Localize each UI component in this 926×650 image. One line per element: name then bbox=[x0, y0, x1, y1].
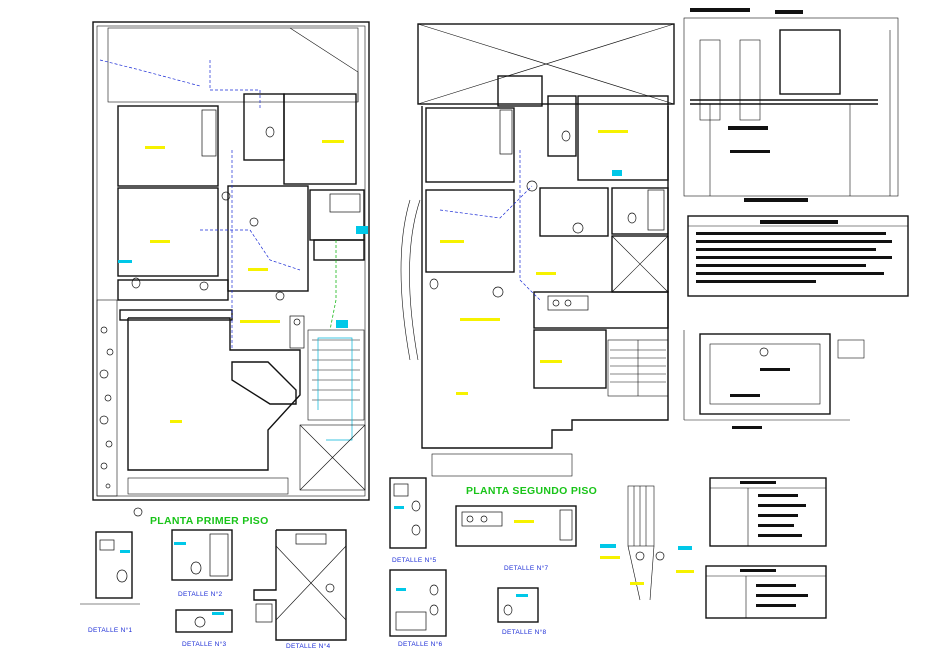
vegetation-icon bbox=[99, 326, 114, 489]
bathroom-b bbox=[611, 187, 669, 235]
detail-5-label: DETALLE N°5 bbox=[392, 556, 437, 564]
front-yard bbox=[107, 27, 359, 103]
detail-4-label: DETALLE N°4 bbox=[286, 642, 331, 650]
bathroom-1 bbox=[243, 93, 285, 161]
lot-boundary bbox=[92, 21, 370, 501]
stair-icon bbox=[312, 337, 360, 441]
detail-3: DETALLE N°3 bbox=[175, 609, 233, 648]
first-floor-plan: PLANTA PRIMER PISO bbox=[92, 21, 370, 527]
detail-4: DETALLE N°4 bbox=[253, 529, 347, 650]
garden-strip bbox=[96, 299, 118, 497]
detail-6: DETALLE N°6 bbox=[389, 569, 447, 648]
stair-well bbox=[307, 329, 365, 421]
detail-1-label: DETALLE N°1 bbox=[88, 626, 133, 634]
lot-boundary-inner bbox=[96, 25, 366, 497]
hall-room bbox=[283, 93, 357, 185]
detail-8-label: DETALLE N°8 bbox=[502, 628, 547, 636]
bathroom-a bbox=[547, 95, 577, 157]
detail-8: DETALLE N°8 bbox=[497, 587, 547, 636]
sink-icon bbox=[547, 295, 589, 311]
detail-7-label: DETALLE N°7 bbox=[504, 564, 549, 572]
room-e bbox=[533, 329, 607, 389]
toilet-icon bbox=[429, 130, 637, 290]
bathroom-2 bbox=[309, 189, 365, 241]
detail-5: DETALLE N°5 bbox=[389, 477, 437, 564]
second-floor-plan: PLANTA SEGUNDO PISO bbox=[400, 23, 675, 497]
detail-1: DETALLE N°1 bbox=[80, 531, 140, 634]
pipe-run-5 bbox=[99, 59, 201, 87]
bedroom-b bbox=[425, 189, 515, 273]
water-tank-icon bbox=[779, 29, 841, 95]
stair-icon bbox=[610, 340, 666, 396]
pipe-run-7 bbox=[439, 185, 533, 219]
cistern-outer bbox=[699, 333, 831, 415]
bedroom-1 bbox=[117, 105, 219, 187]
riser-diagram bbox=[600, 485, 694, 601]
toilet-icon bbox=[131, 126, 275, 289]
shower-icon bbox=[499, 109, 665, 231]
yard-line bbox=[289, 27, 359, 102]
planter bbox=[127, 477, 289, 495]
kitchen bbox=[533, 291, 669, 329]
roof-area bbox=[417, 23, 675, 105]
garage bbox=[299, 424, 366, 491]
detail-6-label: DETALLE N°6 bbox=[398, 640, 443, 648]
cistern-detail bbox=[683, 330, 865, 429]
bedroom-2 bbox=[117, 187, 219, 277]
section-detail bbox=[683, 8, 899, 202]
detail-7: DETALLE N°7 bbox=[455, 505, 577, 572]
floor-outline bbox=[421, 106, 669, 449]
notes-box bbox=[687, 215, 909, 297]
corridor bbox=[117, 279, 229, 301]
sink-icon bbox=[289, 315, 305, 349]
legend-table-1 bbox=[709, 477, 827, 547]
pipe-run-3 bbox=[200, 229, 301, 271]
shower-icon bbox=[201, 109, 361, 213]
bedroom-3 bbox=[227, 185, 309, 292]
stair-top bbox=[497, 75, 543, 107]
bedroom-a bbox=[425, 107, 515, 183]
pipe-run-1 bbox=[209, 60, 261, 110]
second-floor-title: PLANTA SEGUNDO PISO bbox=[466, 485, 597, 497]
cistern-inner bbox=[709, 343, 821, 405]
balcony bbox=[431, 453, 573, 477]
curved-wall-outer bbox=[400, 199, 411, 361]
detail-2-label: DETALLE N°2 bbox=[178, 590, 223, 598]
bay-window bbox=[231, 361, 297, 405]
detail-2: DETALLE N°2 bbox=[171, 529, 233, 598]
pipe-run-4 bbox=[329, 240, 337, 331]
detail-3-label: DETALLE N°3 bbox=[182, 640, 227, 648]
bedroom-c bbox=[577, 95, 669, 181]
living-room bbox=[127, 317, 301, 471]
bedroom-d bbox=[539, 187, 609, 237]
section-frame bbox=[683, 17, 899, 197]
laundry bbox=[313, 239, 365, 261]
first-floor-title: PLANTA PRIMER PISO bbox=[150, 515, 269, 527]
notes-frame bbox=[687, 215, 909, 297]
legend-table-2 bbox=[705, 565, 827, 619]
curved-wall bbox=[409, 199, 421, 361]
pipe-run-6 bbox=[519, 150, 541, 301]
